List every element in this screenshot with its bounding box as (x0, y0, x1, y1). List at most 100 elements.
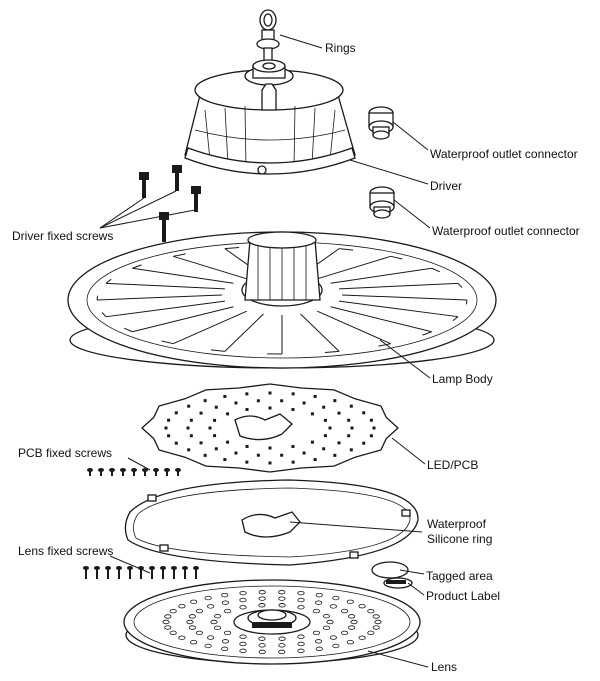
led-chip (208, 426, 212, 430)
lens-screw (105, 566, 111, 570)
lens-dimple (178, 635, 186, 640)
driver-screws-label: Driver fixed screws (12, 229, 113, 243)
lens-dimple (312, 630, 321, 636)
pcb-screws-label: PCB fixed screws (18, 446, 112, 460)
lens-dimple (341, 630, 349, 636)
led-chip (350, 426, 354, 430)
lens-screw (193, 566, 199, 570)
lens-dimple (278, 603, 286, 608)
lens-dimple (326, 619, 334, 625)
led-chip (199, 411, 203, 415)
lens-dimple (195, 630, 203, 636)
lens-dimple (239, 634, 247, 639)
pcb-screw-shank (144, 471, 146, 476)
lens-dimple (190, 640, 198, 645)
lens-dimple (312, 608, 321, 614)
led-chip (291, 460, 295, 464)
lens-dimple (258, 589, 266, 595)
heatsink-fin (317, 310, 391, 345)
pcb-screw-shank (89, 471, 91, 476)
lens-screw (160, 566, 166, 570)
led-chip (223, 394, 227, 398)
lens-dimple (348, 614, 356, 619)
led-chip (199, 441, 203, 445)
lens-screw-shank (151, 569, 153, 579)
lens-screw-shank (96, 569, 98, 579)
led-chip (234, 451, 238, 455)
led-chip (322, 405, 326, 409)
led-chip (337, 411, 341, 415)
eye-bolt-ring (256, 9, 280, 67)
pcb-screw-shank (100, 471, 102, 476)
silicone-ring-label-line1: Waterproof (427, 517, 487, 531)
heatsink-fin (173, 255, 247, 280)
led-chip (280, 453, 284, 457)
lens-screw-shank (85, 569, 87, 579)
pcb-screw (87, 468, 93, 472)
led-chip (187, 448, 191, 452)
lens-dimple (258, 643, 266, 648)
led-chip (323, 418, 327, 422)
lens-screw (171, 566, 177, 570)
led-chip (203, 453, 207, 457)
connector-bottom-part (369, 186, 395, 219)
lens-dimple (346, 599, 354, 604)
led-chip (291, 408, 295, 412)
pcb-screw (131, 468, 137, 472)
heatsink-fin-edge (105, 278, 112, 284)
lens-dimple (278, 643, 286, 648)
lens-dimple (188, 625, 196, 630)
pcb-screw-shank (133, 471, 135, 476)
pcb-screw (109, 468, 115, 472)
pcb-screw (120, 468, 126, 472)
lens-dimple (297, 648, 305, 654)
lens-label: Lens (431, 660, 457, 674)
driver-screws-part (139, 165, 201, 242)
lens-screw-shank (184, 569, 186, 579)
lens-dimple (164, 614, 172, 619)
heatsink-fin-edge (210, 349, 225, 352)
heatsink-fin-edge (422, 331, 432, 336)
lens-screw-shank (118, 569, 120, 579)
lens-dimple (169, 630, 177, 636)
heatsink-fin (317, 255, 391, 280)
lens-dimple (358, 604, 366, 609)
led-chip (280, 399, 284, 403)
pcb-screw-shank (155, 471, 157, 476)
led-pcb-part (141, 383, 399, 473)
lens-dimple (258, 636, 266, 641)
lens-dimple (207, 604, 215, 609)
heatsink-fin-edge (452, 316, 459, 322)
led-chip (213, 434, 217, 438)
lens-dimple (358, 635, 366, 640)
lens-dimple (346, 640, 354, 645)
led-chip (369, 418, 373, 422)
tagged-area-label: Tagged area (426, 569, 493, 583)
heatsink-fin-edge (457, 282, 463, 288)
lens-screw-shank (162, 569, 164, 579)
led-chip (372, 426, 376, 430)
led-chip (189, 418, 193, 422)
lens-dimple (374, 619, 382, 625)
lens-dimple (221, 592, 229, 598)
led-chip (313, 394, 317, 398)
lens-dimple (162, 619, 170, 625)
led-chip (291, 392, 295, 396)
lens-dimple (329, 635, 337, 640)
lens-dimple (164, 625, 172, 630)
lens-screw (149, 566, 155, 570)
led-chip (213, 418, 217, 422)
heatsink-fin-edge (378, 343, 391, 347)
led-chip (347, 418, 351, 422)
lens-dimple (213, 625, 222, 631)
heatsink-fin (173, 310, 247, 345)
led-chip (268, 461, 272, 465)
led-chip (256, 399, 260, 403)
lens-dimple (221, 639, 230, 644)
led-chip (256, 453, 260, 457)
led-chip (186, 426, 190, 430)
lamp-body-label: Lamp Body (432, 372, 493, 386)
lens-dimple (239, 597, 247, 603)
lens-dimple (297, 634, 305, 639)
